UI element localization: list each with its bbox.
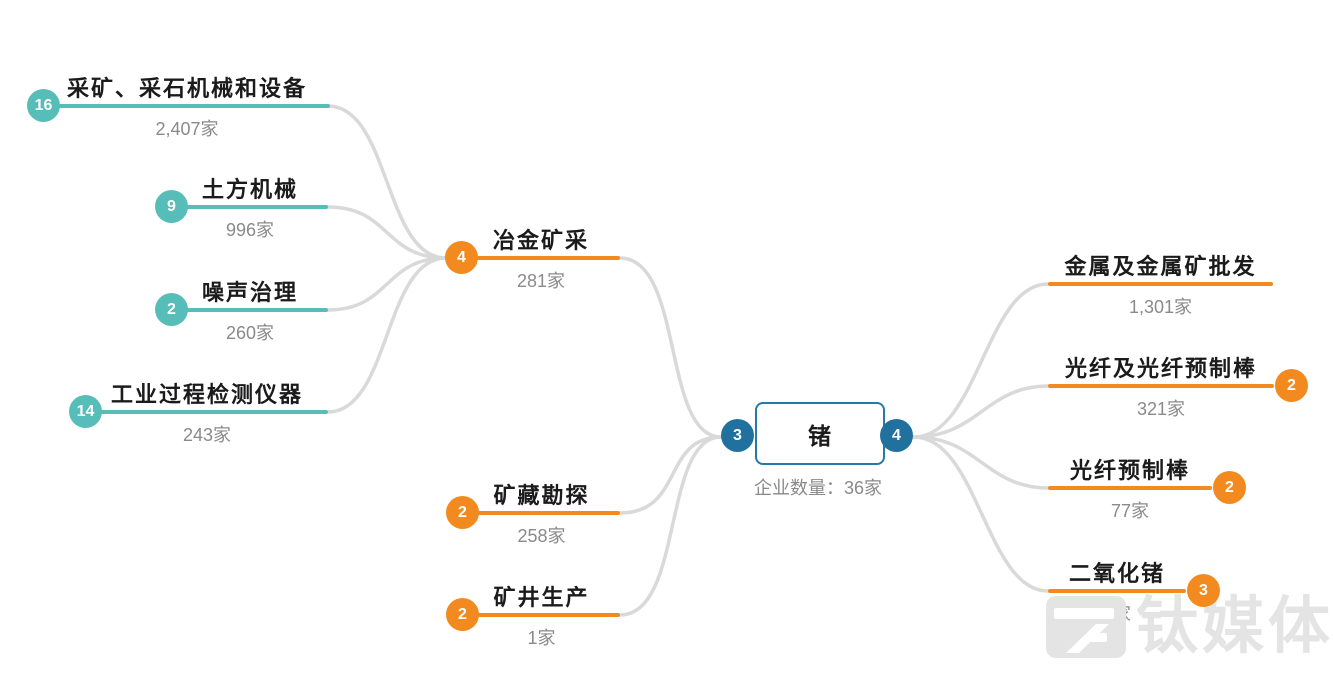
collapsed-children-badge[interactable]: 2	[1213, 471, 1246, 504]
node-label: 矿井生产	[493, 585, 590, 610]
node-mineral-exploration[interactable]: 矿藏勘探 258家 2	[446, 483, 620, 548]
center-company-count: 企业数量：36家	[753, 478, 883, 498]
node-underline	[172, 308, 328, 312]
node-metallurgical-mining[interactable]: 冶金矿采 281家 4	[445, 228, 620, 293]
node-underline	[463, 613, 620, 617]
node-underline	[1048, 589, 1186, 593]
node-optical-fiber-and-preform[interactable]: 光纤及光纤预制棒 321家 2	[1048, 356, 1308, 421]
node-underline	[462, 256, 620, 260]
node-underline	[172, 205, 328, 209]
collapsed-children-badge[interactable]: 2	[155, 293, 188, 326]
collapsed-children-badge[interactable]: 3	[1187, 574, 1220, 607]
node-count: 281家	[516, 271, 566, 291]
downstream-count-badge[interactable]: 4	[880, 419, 913, 452]
node-noise-control[interactable]: 噪声治理 260家 2	[155, 280, 328, 345]
node-count: 1家	[527, 628, 556, 648]
watermark-text: 钛媒体	[1136, 592, 1333, 661]
upstream-count-badge[interactable]: 3	[721, 419, 754, 452]
collapsed-children-badge[interactable]: 4	[445, 241, 478, 274]
node-label: 工业过程检测仪器	[110, 382, 303, 407]
node-industrial-process-instruments[interactable]: 工业过程检测仪器 243家 14	[69, 382, 328, 447]
center-label: 锗	[808, 422, 832, 449]
node-label: 金属及金属矿批发	[1064, 254, 1257, 279]
watermark: 钛媒体	[1046, 592, 1333, 662]
node-label: 二氧化锗	[1068, 561, 1165, 586]
node-label: 矿藏勘探	[493, 483, 590, 508]
collapsed-children-badge[interactable]: 9	[155, 190, 188, 223]
node-center-germanium[interactable]: 锗	[755, 402, 885, 465]
node-underline	[1048, 282, 1273, 286]
watermark-logo-icon	[1046, 596, 1126, 658]
node-count: 2,407家	[155, 119, 219, 139]
node-label: 采矿、采石机械和设备	[66, 76, 307, 101]
node-label: 噪声治理	[201, 280, 298, 305]
node-count: 321家	[1136, 399, 1186, 419]
collapsed-children-badge[interactable]: 2	[446, 496, 479, 529]
node-fiber-preform[interactable]: 光纤预制棒 77家 2	[1048, 458, 1246, 523]
node-metal-wholesale[interactable]: 金属及金属矿批发 1,301家	[1048, 254, 1273, 319]
node-mining-quarry-machinery[interactable]: 采矿、采石机械和设备 2,407家 16	[27, 76, 330, 141]
collapsed-children-badge[interactable]: 14	[69, 395, 102, 428]
node-count: 258家	[517, 526, 566, 546]
node-mine-production[interactable]: 矿井生产 1家 2	[446, 585, 620, 650]
node-underline	[1048, 384, 1274, 388]
collapsed-children-badge[interactable]: 2	[1275, 369, 1308, 402]
node-count: 1,301家	[1128, 297, 1193, 317]
node-earthmoving-machinery[interactable]: 土方机械 996家 9	[155, 177, 328, 242]
node-count: 996家	[225, 220, 275, 240]
node-underline	[44, 104, 330, 108]
node-label: 冶金矿采	[492, 228, 589, 253]
node-count: 260家	[225, 323, 275, 343]
node-label: 光纤预制棒	[1069, 458, 1190, 483]
node-label: 土方机械	[201, 177, 298, 202]
collapsed-children-badge[interactable]: 16	[27, 89, 60, 122]
node-underline	[1048, 486, 1212, 490]
node-underline	[463, 511, 620, 515]
node-underline	[86, 410, 328, 414]
node-count: 243家	[182, 425, 232, 445]
node-count: 77家	[1110, 501, 1150, 521]
node-label: 光纤及光纤预制棒	[1064, 356, 1257, 381]
collapsed-children-badge[interactable]: 2	[446, 598, 479, 631]
